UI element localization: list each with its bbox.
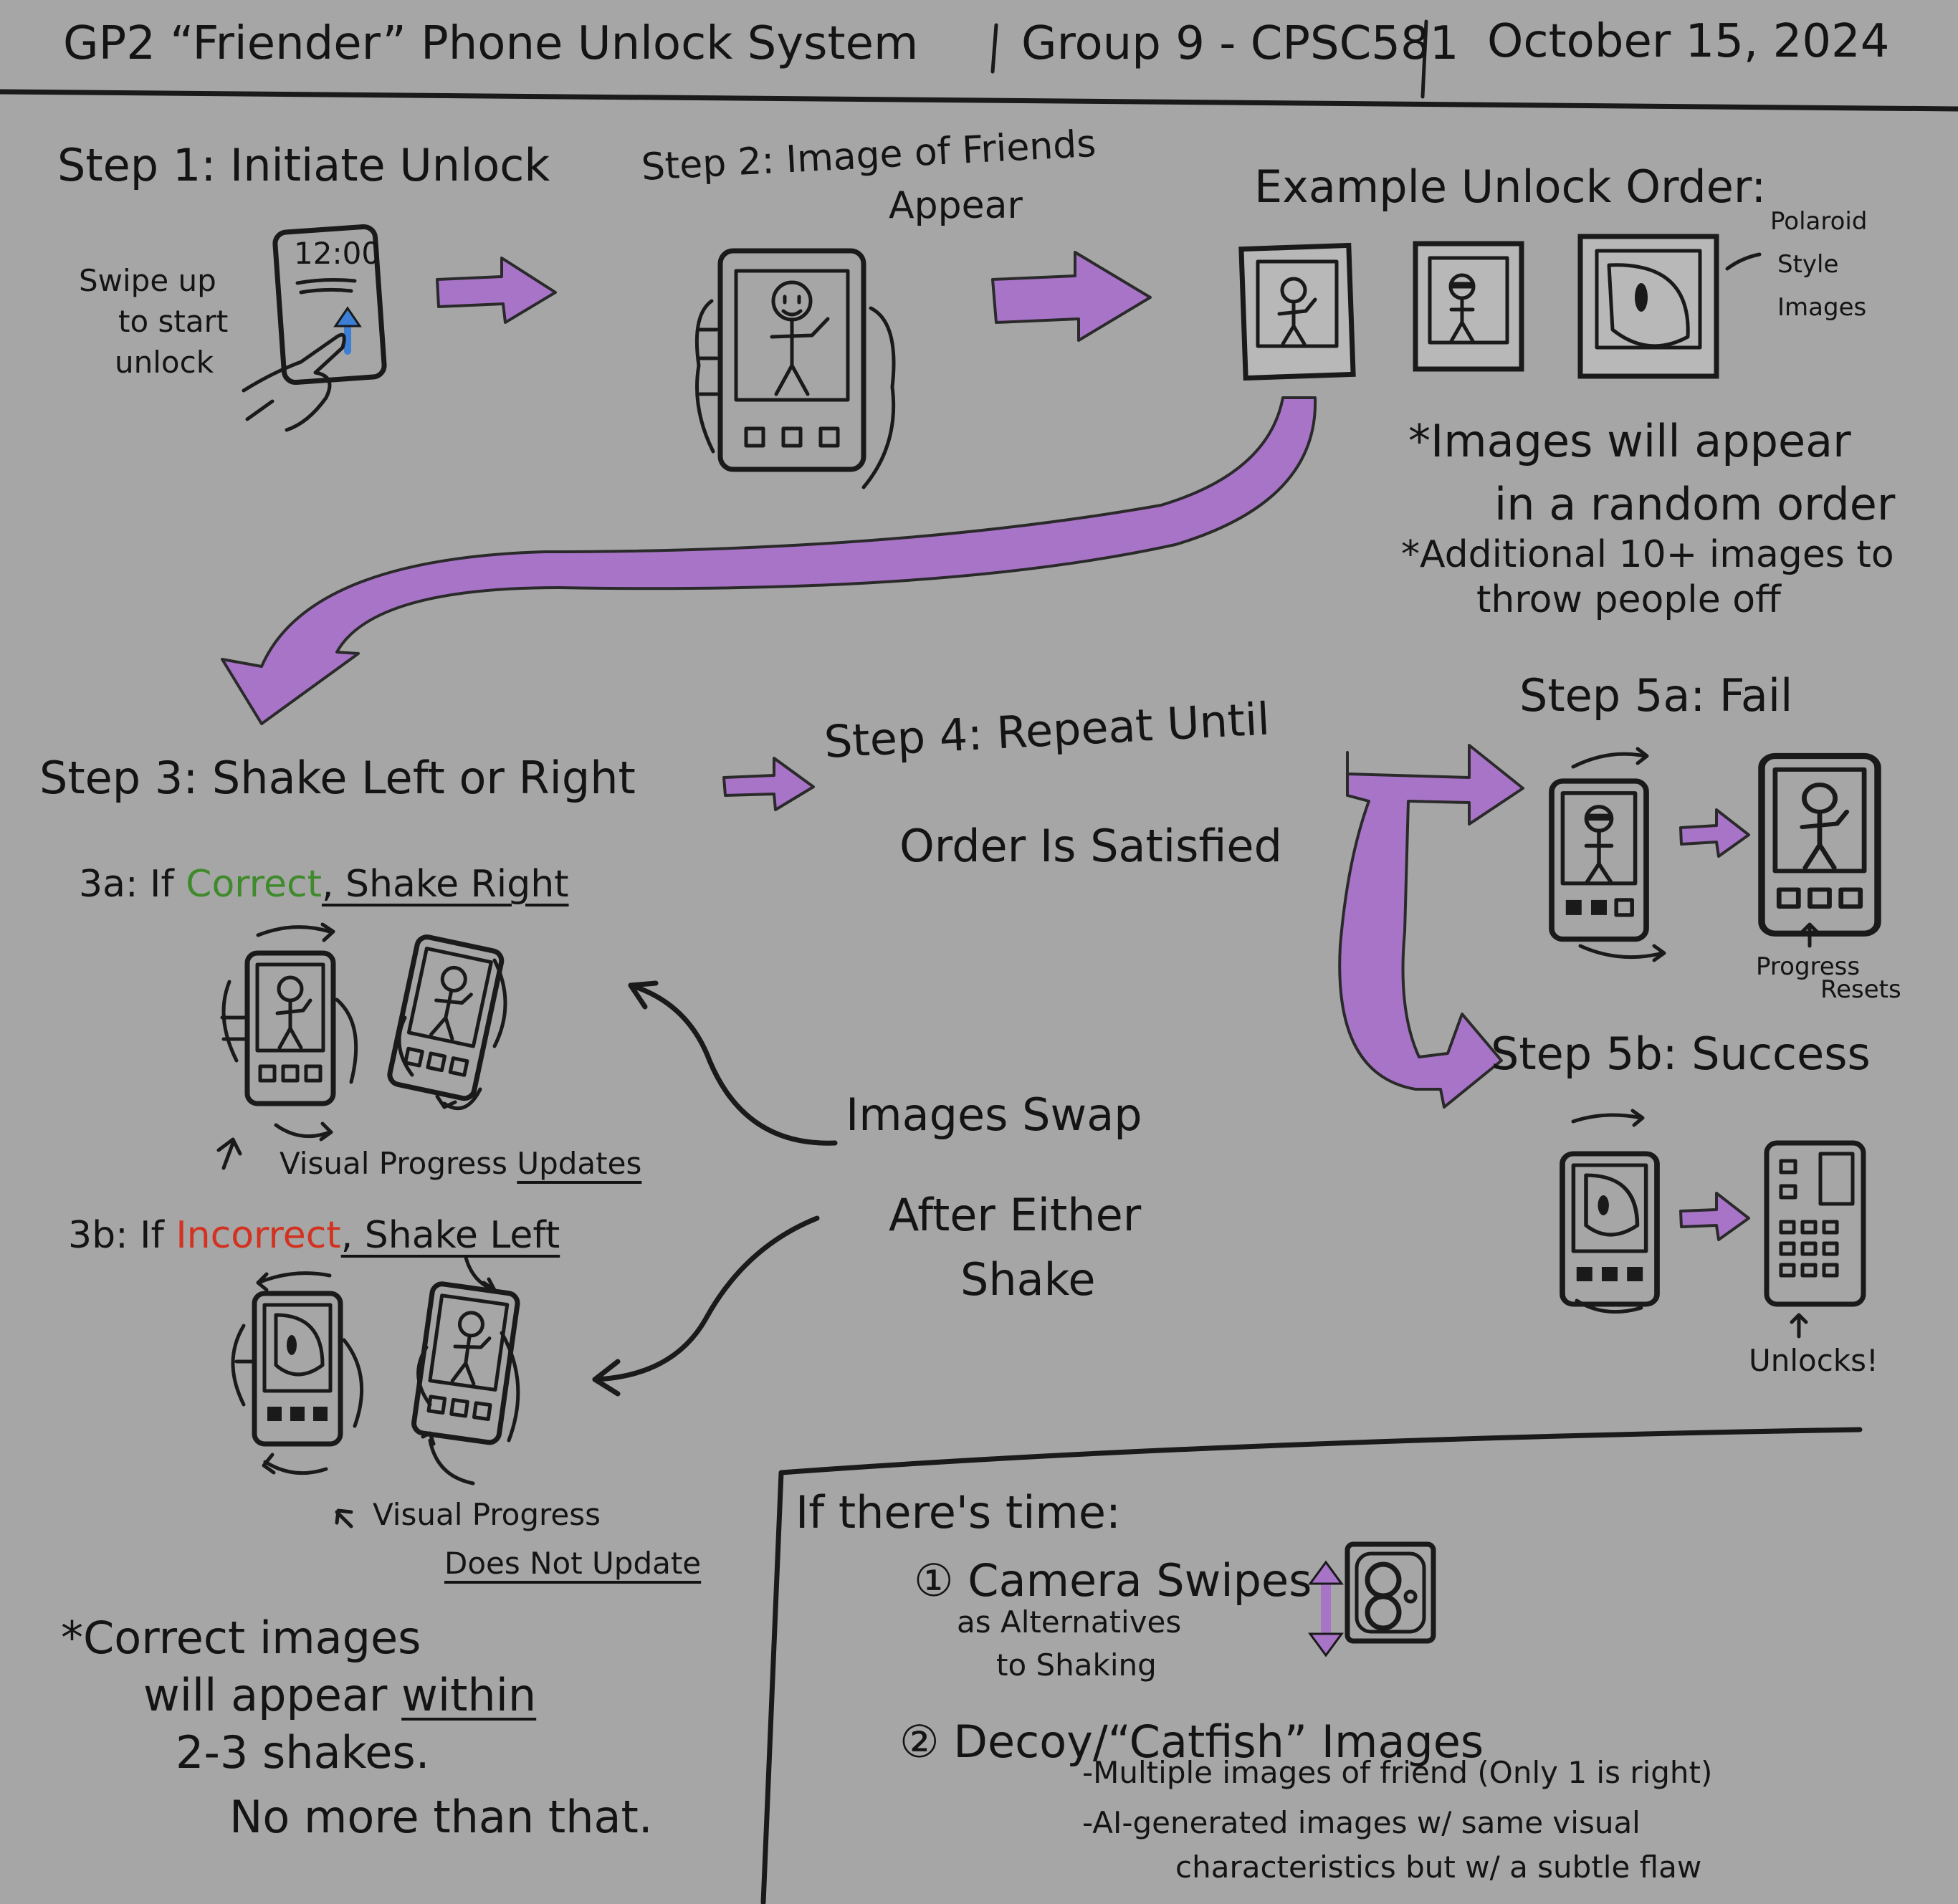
extras-item2-line1: ② Decoy/“Catfish” Images <box>899 1716 1484 1768</box>
swap-line2: After Either <box>889 1189 1142 1241</box>
extras-item1-line1: ① Camera Swipes <box>914 1554 1312 1607</box>
step3-heading: Step 3: Shake Left or Right <box>39 752 636 804</box>
decoy-note-line1: *Additional 10+ images to <box>1401 533 1894 576</box>
swap-arrow-up <box>628 982 838 1146</box>
page-title: GP2 “Friender” Phone Unlock System <box>63 17 919 70</box>
swap-arrow-down <box>592 1215 820 1382</box>
arrow-5b <box>1679 1192 1750 1241</box>
shake-right-label: , Shake Right <box>321 863 569 906</box>
updates-word: Updates <box>517 1146 642 1181</box>
extras-box-border <box>760 1427 1863 1904</box>
extras-item2-line3: -AI-generated images w/ same visual <box>1082 1805 1641 1840</box>
step1-heading: Step 1: Initiate Unlock <box>57 139 550 191</box>
step1-note-line1: Swipe up <box>79 263 216 298</box>
step5b-phone-1 <box>1562 1154 1657 1304</box>
step4-line2: Order Is Satisfied <box>899 820 1282 872</box>
arrow-5a <box>1679 808 1750 858</box>
arrow-step3-to-step4 <box>722 757 815 811</box>
polaroid-1 <box>1238 242 1356 381</box>
step3a-label: 3a: If Correct, Shake Right <box>79 863 569 906</box>
step5a-caption-line2: Resets <box>1820 975 1901 1004</box>
step3a-progress-note: Visual Progress Updates <box>280 1146 642 1181</box>
step5b-heading: Step 5b: Success <box>1491 1028 1871 1080</box>
step3b-label: 3b: If Incorrect, Shake Left <box>68 1214 560 1257</box>
step3-note-line3: 2-3 shakes. <box>176 1726 430 1779</box>
order-note-line1: *Images will appear <box>1408 415 1851 467</box>
shake-left-label: , Shake Left <box>340 1214 560 1257</box>
step5b-caption: Unlocks! <box>1749 1343 1878 1378</box>
step5a-phone-1 <box>1552 781 1646 939</box>
extras-heading: If there's time: <box>796 1486 1121 1539</box>
polaroid-2 <box>1413 241 1524 372</box>
step3b-progress-line1: Visual Progress <box>373 1497 601 1532</box>
step3-note-line1: *Correct images <box>61 1612 421 1664</box>
within-word: within <box>401 1669 537 1721</box>
arrow-step1-to-step2 <box>436 257 557 324</box>
step5a-heading: Step 5a: Fail <box>1519 669 1793 722</box>
step1-phone-illustration <box>242 224 387 432</box>
swap-line1: Images Swap <box>846 1089 1142 1141</box>
step5a-phone-2 <box>1762 756 1878 934</box>
correct-word: Correct <box>186 863 322 906</box>
arrow-step2-to-example <box>991 251 1152 342</box>
step3-note-line2: will appear within <box>143 1669 537 1721</box>
polaroid-pointer <box>1725 252 1762 271</box>
step3b-progress-line2: Does Not Update <box>444 1546 702 1581</box>
extras-item2-line2: -Multiple images of friend (Only 1 is ri… <box>1082 1755 1713 1790</box>
polaroid-note-line3: Images <box>1777 293 1867 322</box>
polaroid-note-line1: Polaroid <box>1770 207 1868 236</box>
date-label: October 15, 2024 <box>1487 15 1890 68</box>
group-label: Group 9 - CPSC581 <box>1021 17 1459 70</box>
step3-note-line4: No more than that. <box>229 1791 653 1843</box>
header-divider <box>0 89 1958 112</box>
step1-clock: 12:00 <box>294 236 381 271</box>
polaroid-note-line2: Style <box>1777 250 1839 279</box>
step3b-phone-2 <box>413 1283 519 1444</box>
step5b-home-screen <box>1764 1140 1866 1307</box>
camera-module-icon <box>1345 1541 1436 1644</box>
extras-item1-line3: to Shaking <box>996 1647 1157 1683</box>
incorrect-word: Incorrect <box>176 1214 341 1257</box>
decoy-note-line2: throw people off <box>1476 578 1781 621</box>
step1-note-line3: unlock <box>115 345 214 380</box>
extras-item2-line4: characteristics but w/ a subtle flaw <box>1175 1850 1702 1885</box>
step2-heading-line2: Appear <box>889 184 1023 227</box>
order-note-line2: in a random order <box>1494 478 1896 530</box>
extras-item1-line2: as Alternatives <box>957 1604 1182 1640</box>
step5a-caption-line1: Progress <box>1756 952 1861 981</box>
example-heading: Example Unlock Order: <box>1254 161 1767 213</box>
arrow-step4-fork <box>1338 744 1524 1109</box>
arrow-example-to-step3 <box>221 396 1317 725</box>
step1-note-line2: to start <box>118 304 229 339</box>
step3a-phone-1 <box>247 953 333 1104</box>
step3b-phone-1 <box>254 1293 340 1444</box>
step2-phone-illustration <box>694 248 896 489</box>
polaroid-3 <box>1577 234 1719 379</box>
swap-line3: Shake <box>960 1253 1096 1306</box>
